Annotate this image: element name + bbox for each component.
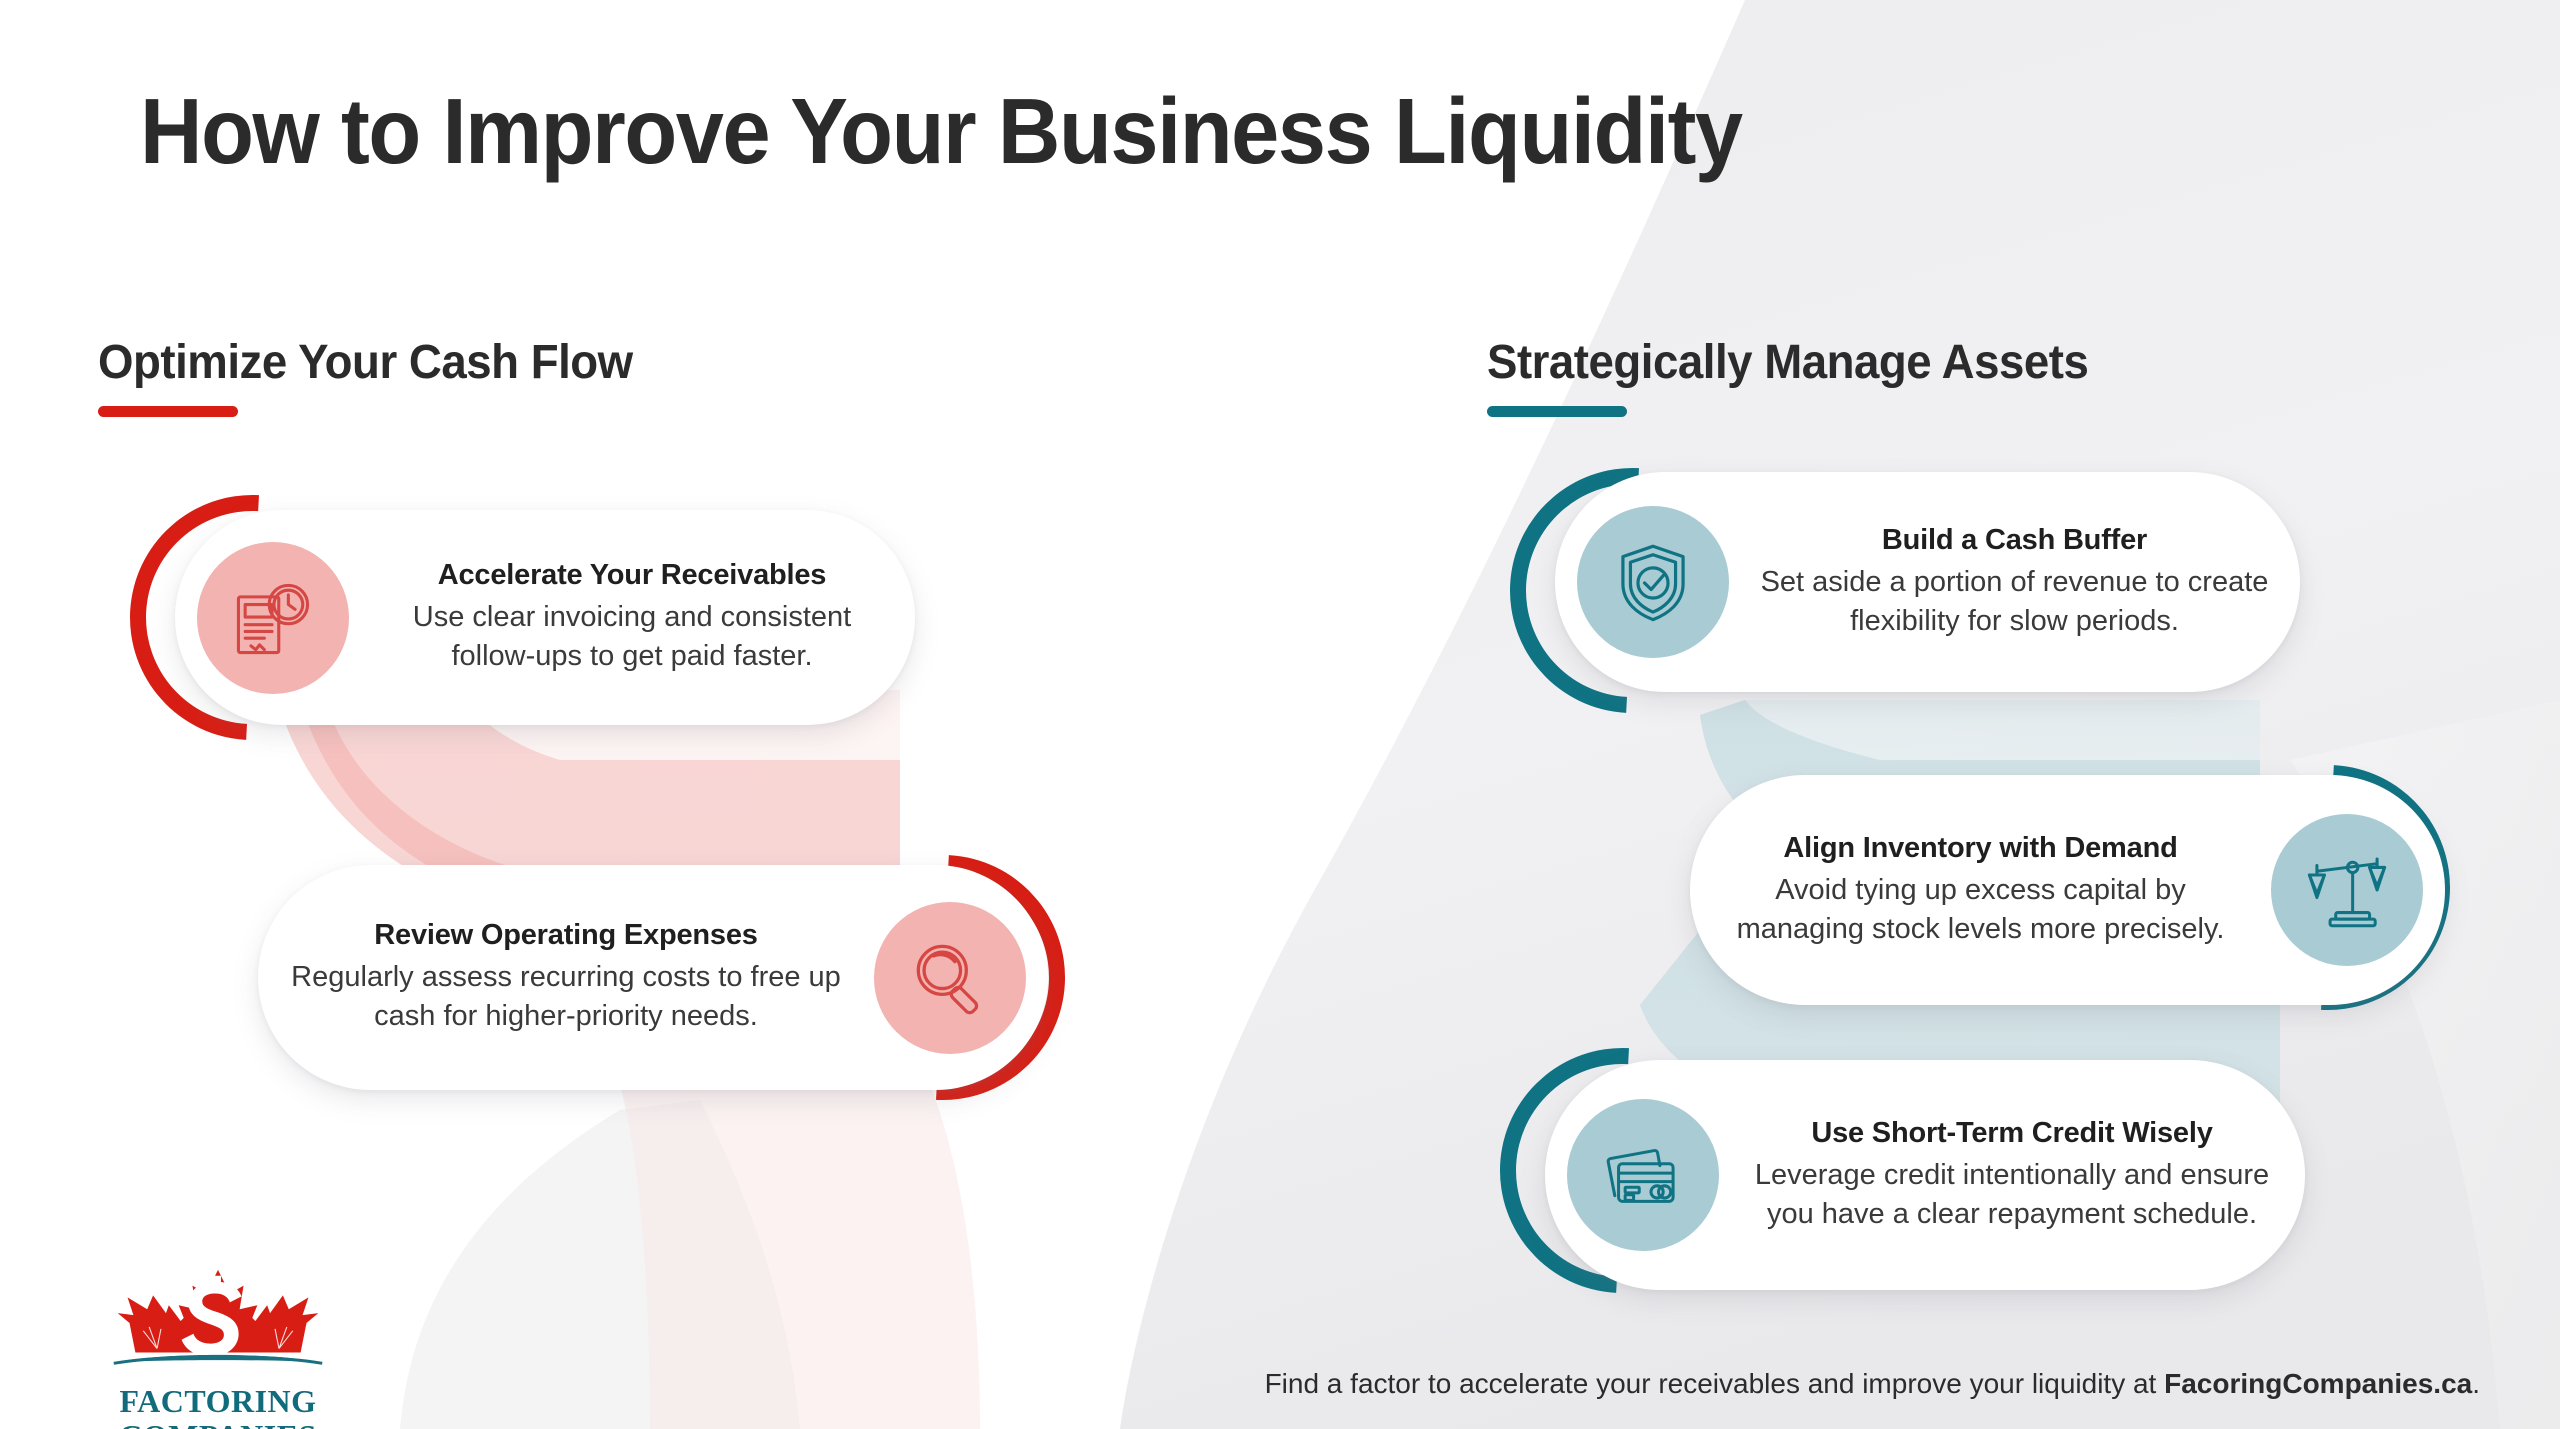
- card-review-operating-expenses[interactable]: Review Operating Expenses Regularly asse…: [258, 865, 1048, 1090]
- invoice-clock-icon: [197, 541, 349, 694]
- column-header-left: Optimize Your Cash Flow: [98, 335, 661, 417]
- card-title: Review Operating Expenses: [374, 919, 758, 952]
- card-align-inventory-with-demand[interactable]: Align Inventory with Demand Avoid tying …: [1690, 775, 2445, 1005]
- footer-lead-text: Find a factor to accelerate your receiva…: [1264, 1368, 2165, 1399]
- card-description: Leverage credit intentionally and ensure…: [1754, 1158, 2270, 1230]
- card-description: Set aside a portion of revenue to create…: [1760, 565, 2269, 637]
- column-accent-rule: [98, 406, 238, 417]
- card-accelerate-your-receivables[interactable]: Accelerate Your Receivables Use clear in…: [175, 510, 915, 725]
- column-heading-text: Optimize Your Cash Flow: [98, 336, 633, 389]
- maple-leaf-dollar-icon: [113, 1269, 323, 1365]
- column-heading-text: Strategically Manage Assets: [1487, 336, 2089, 389]
- shield-check-icon: [1577, 506, 1729, 658]
- logo-word-line1: FACTORING: [119, 1383, 317, 1419]
- magnifier-icon: [874, 901, 1026, 1054]
- card-build-a-cash-buffer[interactable]: Build a Cash Buffer Set aside a portion …: [1555, 472, 2300, 692]
- footer-site-link[interactable]: FacoringCompanies.ca: [2164, 1368, 2473, 1399]
- card-text-block: Align Inventory with Demand Avoid tying …: [1690, 832, 2271, 948]
- card-title: Build a Cash Buffer: [1881, 523, 2148, 556]
- logo-word-line2: COMPANIES: [98, 1420, 338, 1429]
- card-title: Use Short-Term Credit Wisely: [1811, 1116, 2213, 1149]
- page-title: How to Improve Your Business Liquidity: [140, 79, 1743, 183]
- credit-cards-icon: [1567, 1099, 1719, 1251]
- card-text-block: Use Short-Term Credit Wisely Leverage cr…: [1719, 1117, 2305, 1233]
- card-use-short-term-credit-wisely[interactable]: Use Short-Term Credit Wisely Leverage cr…: [1545, 1060, 2305, 1290]
- balance-scale-icon: [2271, 814, 2423, 966]
- column-header-right: Strategically Manage Assets: [1487, 335, 2120, 417]
- column-accent-rule: [1487, 406, 1627, 417]
- brand-logo[interactable]: FACTORING COMPANIES: [98, 1262, 338, 1429]
- card-description: Avoid tying up excess capital by managin…: [1736, 873, 2225, 945]
- card-text-block: Accelerate Your Receivables Use clear in…: [349, 559, 915, 675]
- card-title: Align Inventory with Demand: [1783, 831, 2178, 864]
- card-text-block: Review Operating Expenses Regularly asse…: [258, 919, 874, 1035]
- card-description: Regularly assess recurring costs to free…: [291, 961, 841, 1032]
- footer-cta: Find a factor to accelerate your receiva…: [1265, 1368, 2480, 1400]
- footer-trailing-text: .: [2472, 1368, 2480, 1399]
- card-text-block: Build a Cash Buffer Set aside a portion …: [1729, 524, 2300, 640]
- card-title: Accelerate Your Receivables: [437, 559, 827, 592]
- card-description: Use clear invoicing and consistent follo…: [412, 601, 852, 672]
